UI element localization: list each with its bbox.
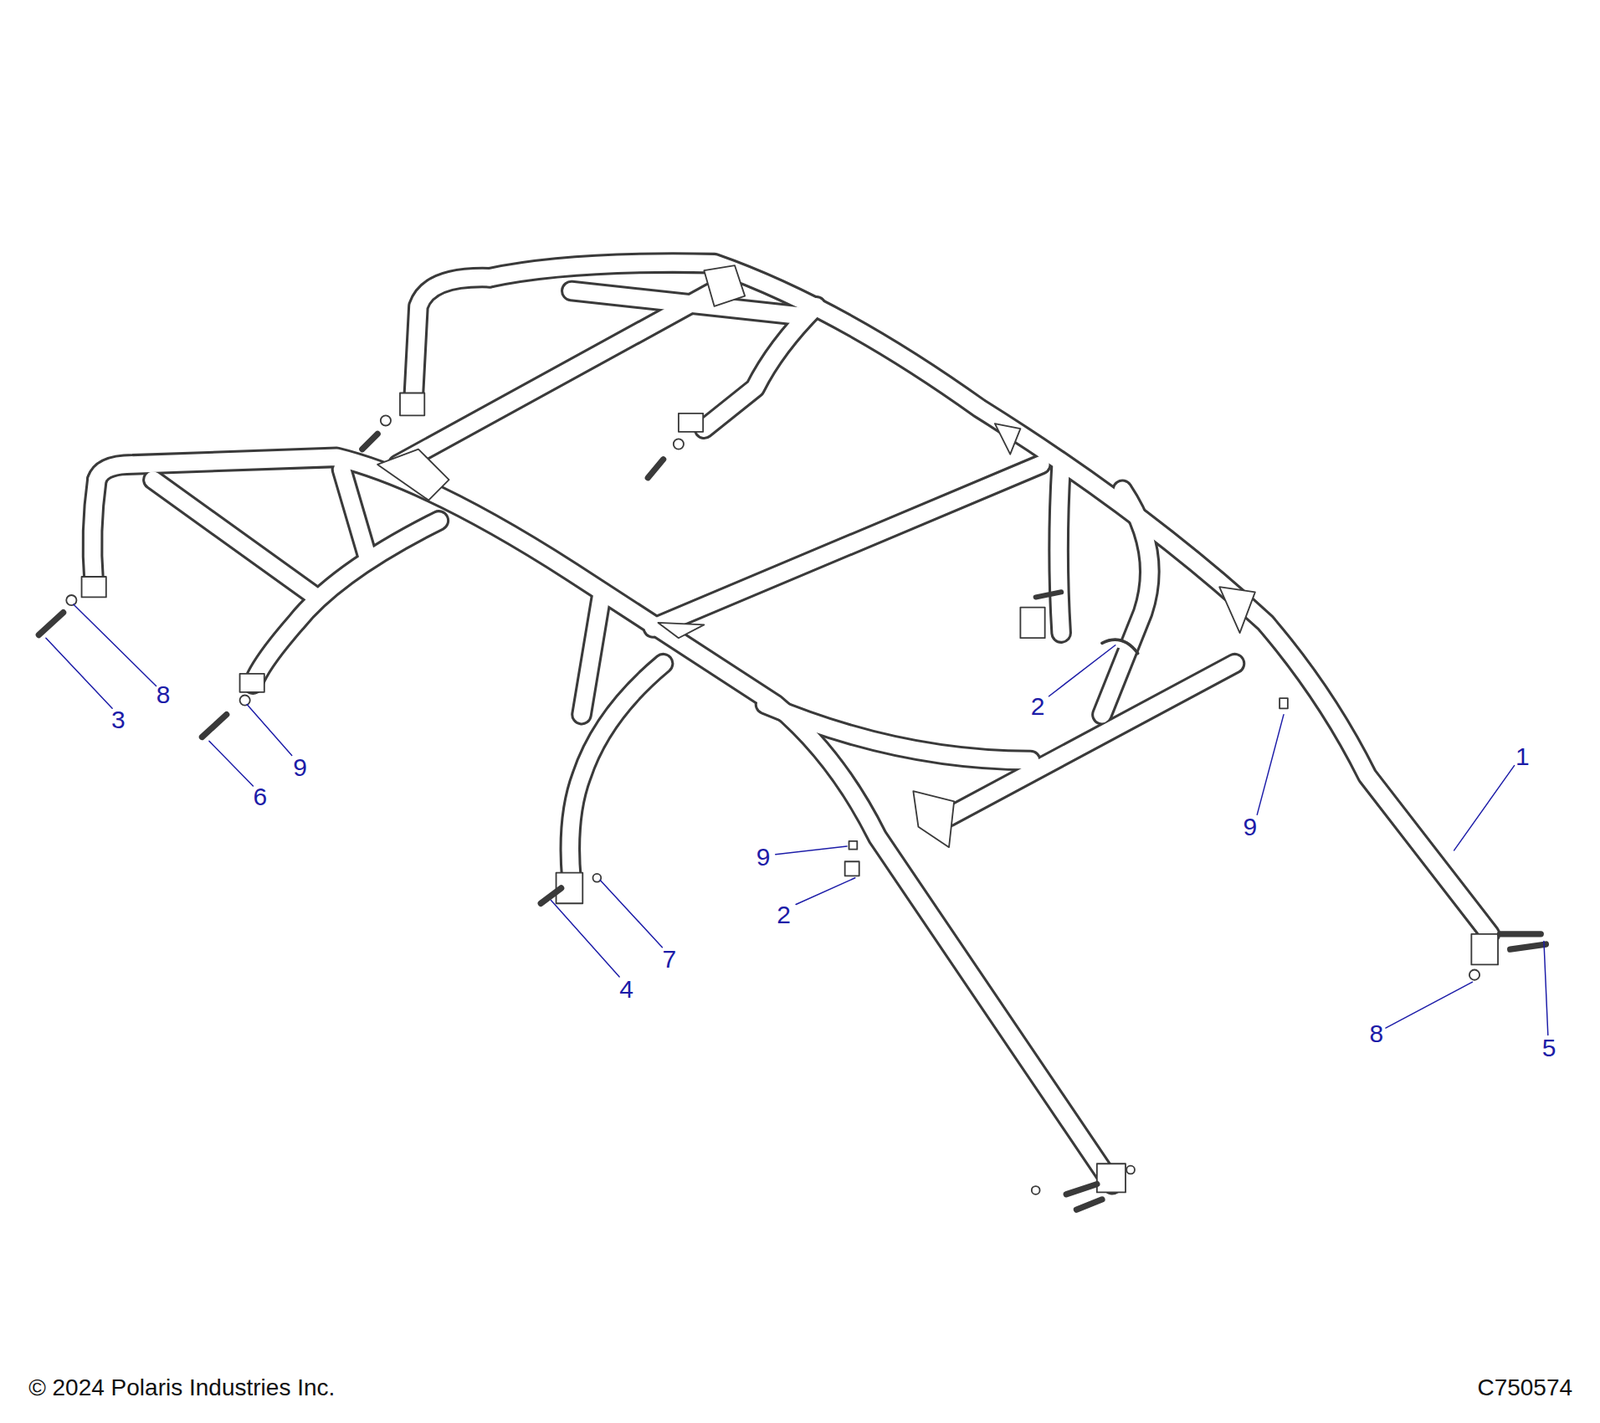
callout-number: 8 xyxy=(1369,1020,1385,1047)
callout-number: 6 xyxy=(253,784,268,810)
callout-number: 1 xyxy=(1515,743,1530,770)
callout-number: 9 xyxy=(292,754,308,780)
drawing-code: C750574 xyxy=(1476,1375,1573,1400)
leader-lines xyxy=(46,604,1549,1036)
callout-number: 3 xyxy=(111,707,126,733)
callout-number: 8 xyxy=(156,682,171,708)
callout-number: 2 xyxy=(776,902,791,928)
callout-number: 9 xyxy=(1242,814,1257,840)
callout-number: 4 xyxy=(619,976,634,1002)
callout-number: 9 xyxy=(756,844,771,870)
callout-number: 2 xyxy=(1030,693,1046,719)
copyright-note: © 2024 Polaris Industries Inc. xyxy=(28,1375,335,1400)
callout-number: 5 xyxy=(1542,1035,1557,1061)
callout-number: 7 xyxy=(662,946,677,972)
